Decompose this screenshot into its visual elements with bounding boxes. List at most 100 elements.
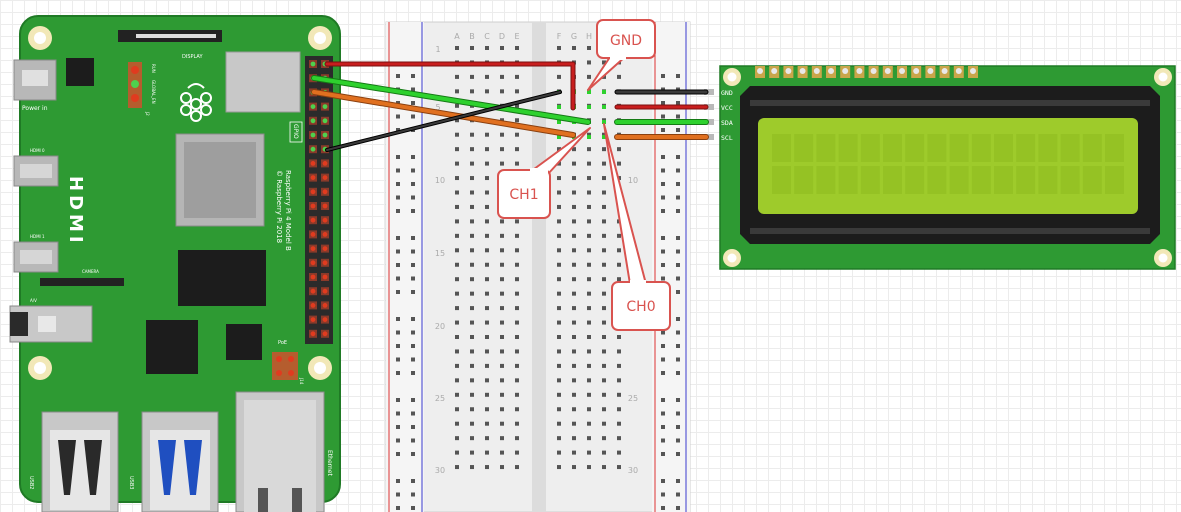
rail-hole — [661, 209, 665, 213]
rail-hole — [661, 452, 665, 456]
breadboard-hole — [470, 219, 474, 224]
breadboard-hole — [587, 219, 591, 224]
breadboard-hole — [500, 89, 504, 94]
breadboard-hole — [587, 277, 591, 282]
callout-ch1-label: CH1 — [509, 187, 538, 203]
breadboard-hole — [515, 335, 519, 339]
rail-hole — [396, 249, 400, 254]
breadboard-hole — [470, 89, 474, 94]
svg-text:1: 1 — [435, 45, 440, 54]
breadboard-hole — [455, 161, 459, 166]
breadboard-hole — [455, 233, 459, 238]
gpio-pin — [310, 217, 316, 223]
lcd-cell — [816, 134, 836, 162]
breadboard-hole — [485, 277, 489, 282]
breadboard-hole — [515, 378, 519, 383]
breadboard-hole — [485, 291, 489, 296]
breadboard-hole — [455, 46, 459, 50]
breadboard-hole — [515, 291, 519, 296]
breadboard-hole — [557, 349, 561, 354]
breadboard-hole — [617, 465, 621, 470]
breadboard-hole — [455, 291, 459, 296]
breadboard-hole — [455, 74, 459, 79]
breadboard-hole — [572, 248, 576, 253]
breadboard-hole — [485, 147, 489, 152]
lcd-cell — [905, 166, 925, 194]
callout-ch0-label: CH0 — [626, 299, 655, 315]
lcd-cell — [1060, 166, 1080, 194]
rail-hole — [396, 492, 400, 497]
breadboard-hole — [515, 407, 519, 412]
breadboard-hole — [485, 306, 489, 311]
model-label: Raspberry Pi 4 Model B — [284, 170, 292, 251]
svg-text:30: 30 — [435, 466, 445, 475]
rail-hole — [661, 411, 665, 416]
breadboard-hole — [515, 233, 519, 238]
breadboard-hole — [587, 233, 591, 238]
connected-hole — [557, 105, 561, 109]
breadboard-hole — [500, 436, 504, 441]
breadboard-hole — [617, 248, 621, 253]
rail-hole — [661, 371, 665, 375]
rail-hole — [411, 168, 415, 173]
breadboard-hole — [515, 132, 519, 137]
breadboard-hole — [572, 450, 576, 455]
ethernet-port: Ethernet — [235, 391, 333, 512]
breadboard-hole — [485, 407, 489, 412]
breadboard-hole — [485, 89, 489, 94]
lcd-cell — [927, 166, 947, 194]
breadboard-hole — [587, 320, 591, 325]
breadboard-hole — [572, 436, 576, 441]
lcd-pin-gnd: GND — [721, 89, 733, 97]
gpio-pin — [322, 303, 328, 308]
breadboard-hole — [515, 392, 519, 397]
callout-gnd-label: GND — [610, 33, 642, 49]
breadboard-hole — [455, 349, 459, 354]
breadboard-hole — [557, 277, 561, 282]
usb3-label: USB3 — [128, 476, 134, 489]
breadboard-hole — [500, 291, 504, 296]
breadboard-hole — [485, 363, 489, 368]
rail-hole — [661, 74, 665, 78]
breadboard-hole — [485, 176, 489, 181]
breadboard-hole — [557, 465, 561, 470]
camera-label: CAMERA — [82, 269, 99, 274]
breadboard-hole — [587, 161, 591, 166]
breadboard-hole — [602, 335, 606, 339]
breadboard-hole — [617, 378, 621, 383]
breadboard-hole — [587, 306, 591, 311]
lcd-cell — [883, 166, 902, 194]
breadboard-hole — [455, 335, 459, 339]
rail-hole — [676, 438, 680, 443]
svg-text:10: 10 — [435, 176, 445, 185]
lcd-pin-sda: SDA — [721, 119, 733, 127]
rail-hole — [411, 371, 415, 375]
gpio-pin — [322, 232, 328, 237]
breadboard-hole — [470, 320, 474, 325]
breadboard-hole — [557, 363, 561, 368]
breadboard-hole — [455, 363, 459, 368]
callout-gnd: GND — [587, 19, 656, 91]
breadboard-hole — [485, 219, 489, 224]
gpio-pin — [310, 317, 316, 322]
breadboard-hole — [602, 161, 606, 166]
connected-hole — [602, 90, 606, 94]
usb3-port: USB3 — [128, 411, 219, 512]
breadboard-hole — [485, 248, 489, 253]
breadboard-hole — [470, 277, 474, 282]
lcd-cell — [1038, 134, 1058, 162]
connected-hole — [602, 120, 606, 124]
rail-hole — [661, 168, 665, 173]
rail-hole — [661, 263, 665, 267]
rail-hole — [661, 425, 665, 429]
breadboard-hole — [515, 147, 519, 152]
breadboard-hole — [500, 233, 504, 238]
breadboard-hole — [455, 176, 459, 181]
rail-hole — [396, 182, 400, 186]
breadboard-hole — [455, 103, 459, 108]
rail-hole — [676, 479, 680, 483]
lcd-cell — [1016, 134, 1036, 162]
rail-hole — [396, 168, 400, 173]
column-labels: A B C D E F G H — [454, 32, 592, 41]
